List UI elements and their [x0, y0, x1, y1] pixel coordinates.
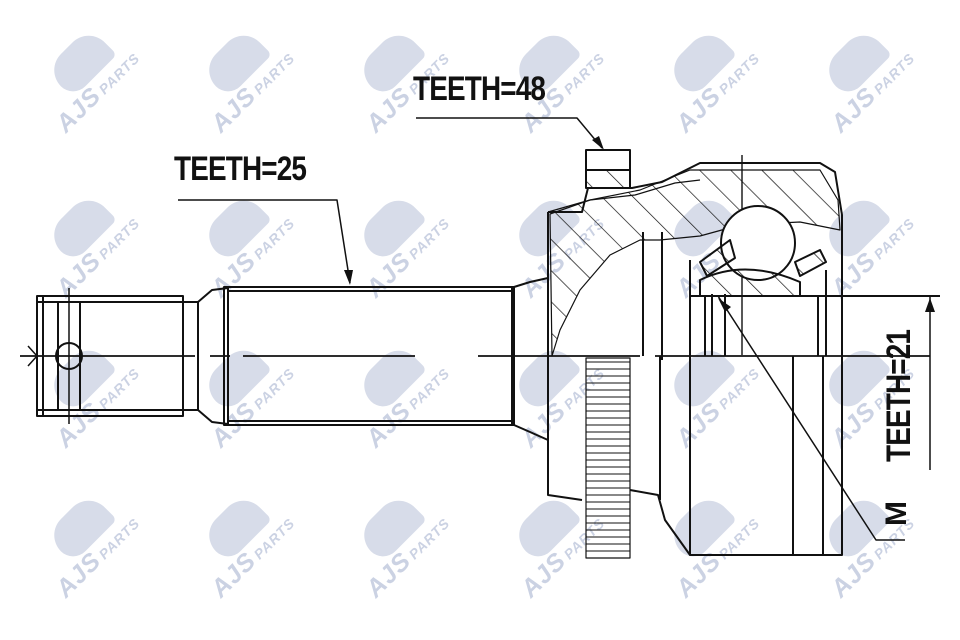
leader-lines: [178, 117, 931, 541]
abs-ring: [585, 357, 631, 559]
label-marker: M: [880, 502, 913, 526]
label-abs-ring-teeth: TEETH=48: [413, 70, 546, 108]
label-shaft-teeth: TEETH=25: [174, 150, 307, 188]
splined-shaft: [223, 277, 549, 441]
label-inner-teeth: TEETH=21: [880, 329, 918, 462]
threaded-end: [27, 287, 229, 425]
outer-housing: [547, 149, 940, 556]
